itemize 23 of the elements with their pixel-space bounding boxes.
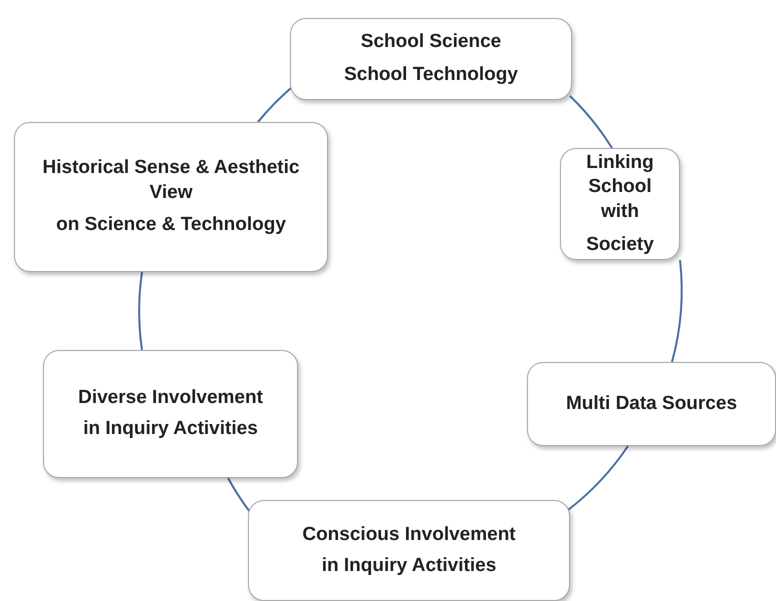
rounded-box xyxy=(248,500,570,601)
rounded-box xyxy=(560,148,680,260)
connector-arc xyxy=(138,272,143,350)
box-text: Conscious Involvement xyxy=(302,522,516,547)
box-text: Society xyxy=(586,232,654,257)
connector-arc xyxy=(569,95,613,149)
box-text: Linking School with xyxy=(585,150,655,224)
box-text: in Inquiry Activities xyxy=(322,554,496,578)
rounded-box xyxy=(43,350,298,478)
box-text: Historical Sense & Aesthetic View xyxy=(42,156,300,205)
rounded-box xyxy=(290,18,572,100)
connector-arc xyxy=(567,445,629,511)
box-text: School Technology xyxy=(344,63,518,87)
box-text: in Inquiry Activities xyxy=(83,417,258,441)
connector-arc xyxy=(257,87,292,123)
connector-arc xyxy=(227,478,251,513)
rounded-box xyxy=(527,362,776,446)
box-text: School Science xyxy=(360,30,502,54)
box-text: Multi Data Sources xyxy=(566,392,738,416)
connector-arc xyxy=(671,260,683,362)
rounded-box xyxy=(14,122,328,272)
box-text: Diverse Involvement xyxy=(78,386,263,410)
box-text: on Science & Technology xyxy=(56,213,286,238)
